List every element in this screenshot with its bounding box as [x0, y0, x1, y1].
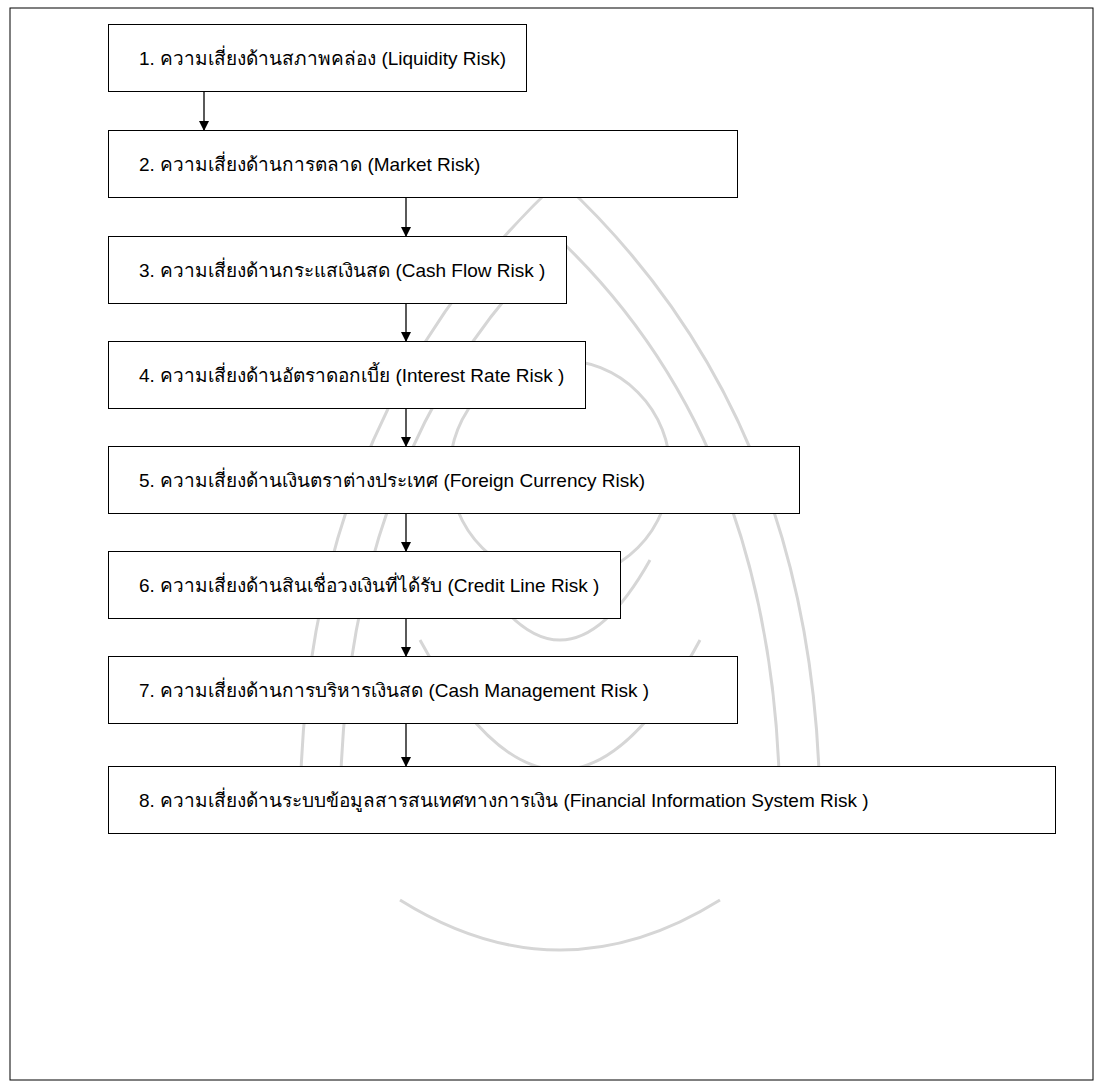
box-label: 1. ความเสี่ยงด้านสภาพคล่อง (Liquidity Ri…	[109, 43, 524, 73]
flow-arrow	[405, 409, 406, 446]
flow-arrow	[405, 514, 406, 551]
box-label: 3. ความเสี่ยงด้านกระแสเงินสด (Cash Flow …	[109, 255, 563, 285]
process-box: 2. ความเสี่ยงด้านการตลาด (Market Risk)	[108, 130, 738, 198]
process-box: 3. ความเสี่ยงด้านกระแสเงินสด (Cash Flow …	[108, 236, 567, 304]
box-label: 6. ความเสี่ยงด้านสินเชื่อวงเงินที่ได้รับ…	[109, 570, 617, 600]
flow-arrow	[405, 724, 406, 766]
process-box: 5. ความเสี่ยงด้านเงินตราต่างประเทศ (Fore…	[108, 446, 800, 514]
process-box: 1. ความเสี่ยงด้านสภาพคล่อง (Liquidity Ri…	[108, 24, 527, 92]
flow-arrow	[405, 304, 406, 341]
process-box: 8. ความเสี่ยงด้านระบบข้อมูลสารสนเทศทางกา…	[108, 766, 1056, 834]
process-box: 7. ความเสี่ยงด้านการบริหารเงินสด (Cash M…	[108, 656, 738, 724]
box-label: 5. ความเสี่ยงด้านเงินตราต่างประเทศ (Fore…	[109, 465, 663, 495]
box-label: 2. ความเสี่ยงด้านการตลาด (Market Risk)	[109, 149, 498, 179]
box-label: 4. ความเสี่ยงด้านอัตราดอกเบี้ย (Interest…	[109, 360, 582, 390]
outer-frame	[10, 8, 1093, 1080]
box-label: 7. ความเสี่ยงด้านการบริหารเงินสด (Cash M…	[109, 675, 667, 705]
process-box: 6. ความเสี่ยงด้านสินเชื่อวงเงินที่ได้รับ…	[108, 551, 621, 619]
box-label: 8. ความเสี่ยงด้านระบบข้อมูลสารสนเทศทางกา…	[109, 785, 887, 815]
flow-arrow	[405, 619, 406, 656]
flow-arrow	[405, 198, 406, 236]
process-box: 4. ความเสี่ยงด้านอัตราดอกเบี้ย (Interest…	[108, 341, 586, 409]
flow-arrow	[203, 92, 204, 130]
